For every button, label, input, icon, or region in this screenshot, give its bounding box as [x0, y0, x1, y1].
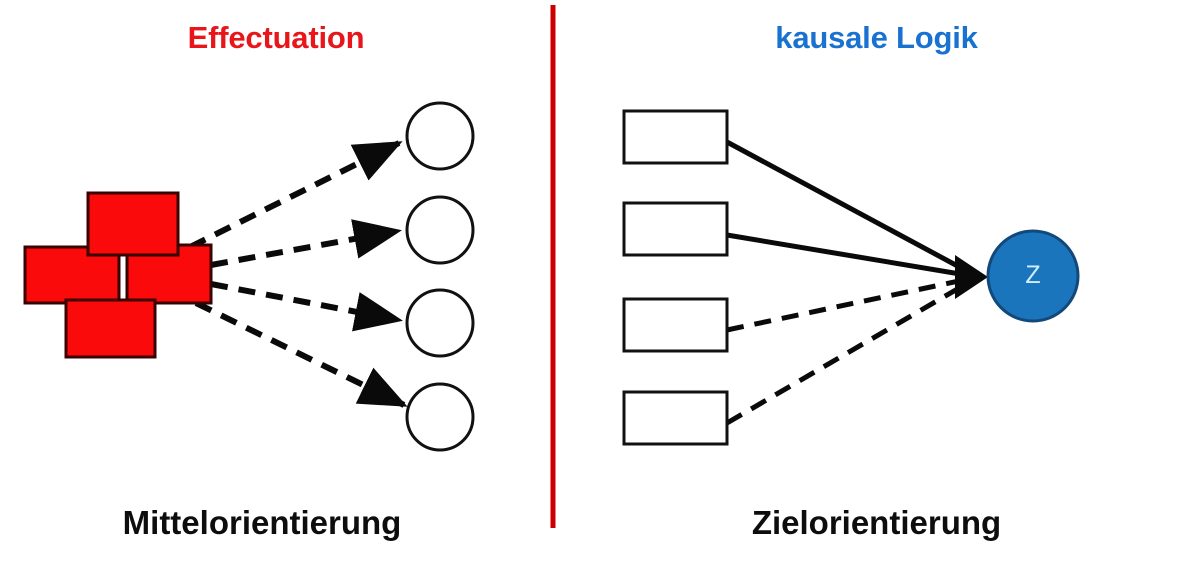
- right-panel-title: kausale Logik: [775, 20, 978, 55]
- means-to-outcome-2: [210, 219, 402, 268]
- resource-1-to-goal: [725, 139, 980, 280]
- resource-box-2: [622, 201, 729, 257]
- right-panel-footer-label: Zielorientierung: [751, 504, 1002, 541]
- resource-box-1: [622, 109, 729, 165]
- outcome-circle-4: [405, 382, 475, 452]
- outcome-circle-3: [405, 288, 475, 358]
- means-to-outcome-3: [210, 281, 403, 332]
- goal-arrowhead-icon: [955, 255, 988, 299]
- resource-box-3: [622, 297, 729, 353]
- means-to-outcome-1: [188, 140, 403, 250]
- resource-2-to-goal: [726, 232, 979, 280]
- outcome-circle-1: [405, 101, 475, 171]
- means-block-bottom: [64, 298, 157, 359]
- left-connectors-group: [188, 140, 408, 408]
- outcome-circles: [405, 101, 475, 452]
- resource-box-4: [622, 390, 729, 446]
- left-panel-title: Effectuation: [187, 20, 365, 55]
- red-means-blocks: [23, 191, 213, 359]
- means-block-top: [86, 191, 180, 257]
- right-connectors-group: [725, 139, 988, 426]
- means-to-outcome-4: [194, 300, 408, 408]
- outcome-circle-2: [405, 195, 475, 265]
- left-panel-footer-label: Mittelorientierung: [122, 504, 402, 541]
- resource-3-to-goal: [726, 274, 979, 333]
- resource-boxes: [622, 109, 729, 446]
- resource-4-to-goal: [725, 274, 980, 426]
- goal-node-z: [986, 229, 1080, 323]
